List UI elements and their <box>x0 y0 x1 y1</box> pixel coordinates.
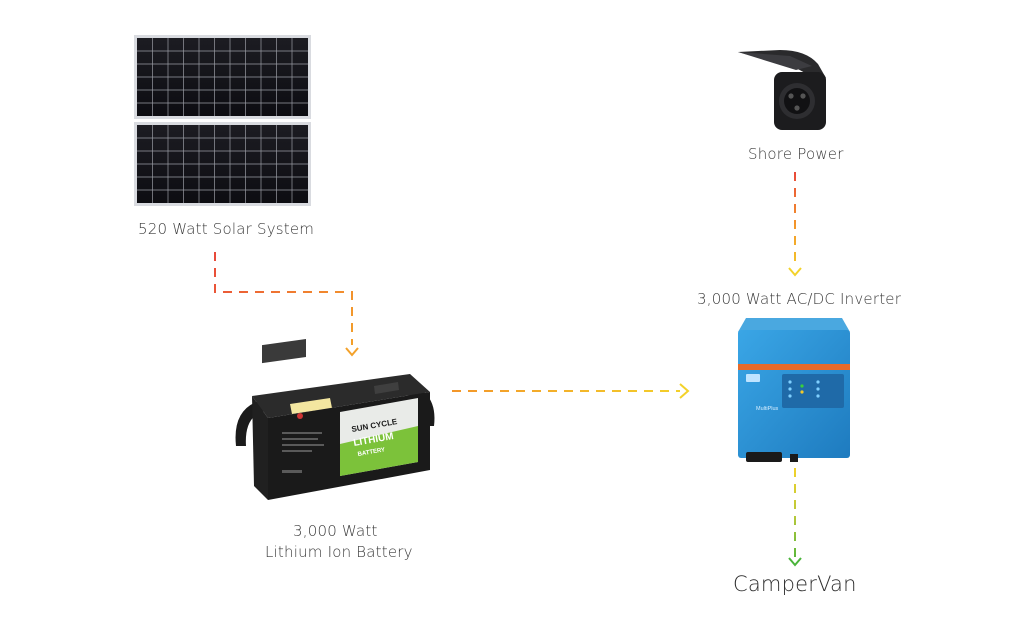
inverter-display-panel <box>782 374 844 408</box>
shore-power-socket-image <box>738 50 826 130</box>
inverter-image: MultiPlus <box>738 318 850 462</box>
battery-brand-line-3: BATTERY <box>357 447 385 458</box>
shore-power-label: Shore Power <box>748 145 844 163</box>
edge-inverter-to-campervan <box>788 468 802 567</box>
edge-solar-to-battery <box>214 252 359 357</box>
battery-label-line-1: 3,000 Watt <box>293 522 378 540</box>
solar-panel-image <box>134 35 311 206</box>
arrowhead-shore-to-inverter <box>788 267 802 277</box>
edge-shore-to-inverter <box>788 172 802 277</box>
solar-system-label: 520 Watt Solar System <box>138 220 315 238</box>
inverter-label: 3,000 Watt AC/DC Inverter <box>697 290 902 308</box>
inverter-model-text: MultiPlus <box>756 406 779 412</box>
arrowhead-battery-to-inverter <box>679 383 690 399</box>
solar-panel-bottom-grid <box>137 125 308 203</box>
solar-panel-top-grid <box>137 38 308 116</box>
campervan-label: CamperVan <box>733 572 857 596</box>
battery-label-line-2: Lithium Ion Battery <box>265 543 413 561</box>
edge-battery-to-inverter <box>452 383 690 399</box>
arrowhead-solar-to-battery <box>345 347 359 357</box>
lithium-battery-image: SUN CYCLE LITHIUM BATTERY <box>235 338 435 500</box>
arrowhead-inverter-to-campervan <box>788 557 802 567</box>
